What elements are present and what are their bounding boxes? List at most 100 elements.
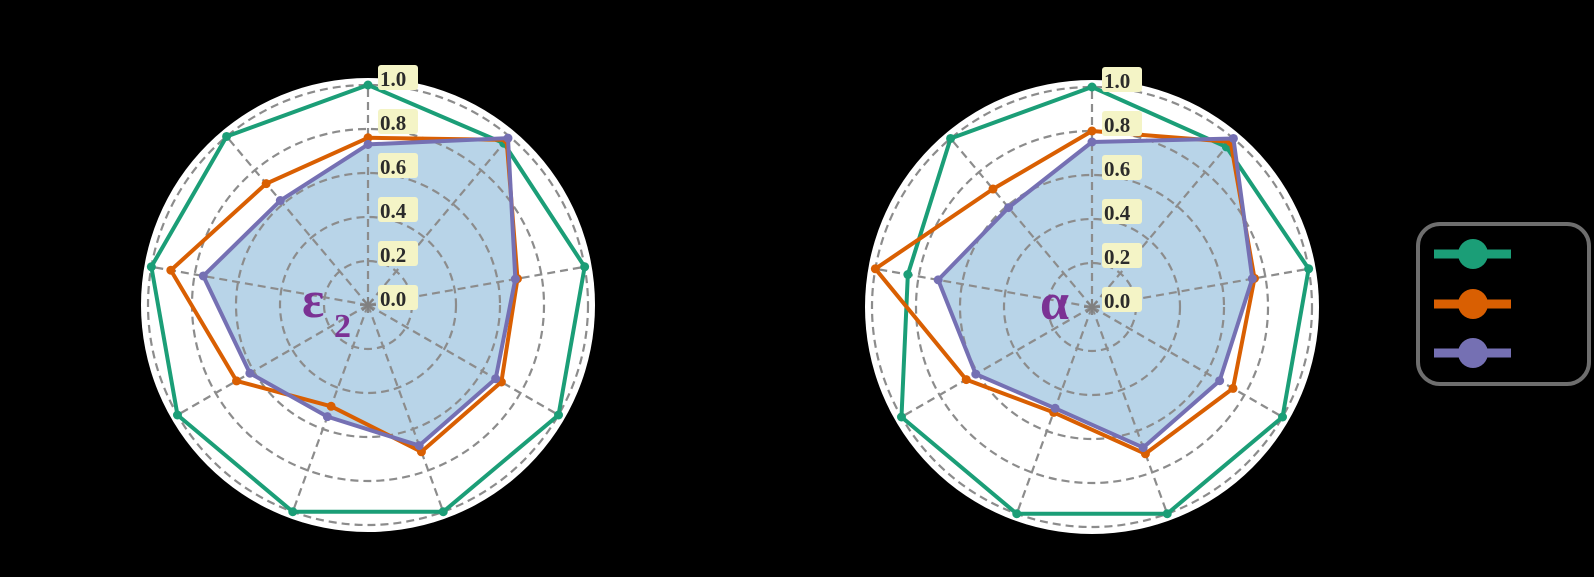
data-point-marker — [1162, 509, 1172, 519]
data-point-marker — [961, 375, 971, 385]
data-point-marker — [172, 410, 182, 420]
grid-ring — [914, 129, 1270, 485]
data-point-marker — [1012, 509, 1022, 519]
tick-label: 0.2 — [1104, 245, 1130, 269]
data-point-marker — [1304, 264, 1314, 274]
tick-label-background — [378, 65, 418, 90]
grid-spoke — [1091, 306, 1284, 418]
data-point-marker — [1247, 274, 1257, 284]
grid-ring — [958, 173, 1226, 441]
data-point-marker — [1215, 376, 1225, 386]
center-symbol-subscript: 2 — [334, 308, 351, 345]
grid-ring — [1002, 217, 1182, 397]
series-line-0 — [896, 82, 1314, 519]
tick-label-background — [1102, 199, 1142, 224]
tick-label: 0.4 — [1104, 201, 1131, 225]
grid-ring — [234, 171, 502, 439]
data-point-marker — [288, 507, 298, 517]
tick-label-background — [1102, 111, 1142, 136]
data-point-marker — [503, 133, 513, 143]
grid-spoke — [900, 306, 1093, 418]
tick-label-background — [1102, 155, 1142, 180]
legend-marker-swatch — [1458, 239, 1488, 269]
series-outline — [936, 136, 1255, 450]
data-point-marker — [1087, 137, 1097, 147]
data-point-marker — [870, 264, 880, 274]
legend-entry — [1434, 239, 1511, 269]
series-fill-area — [203, 138, 516, 446]
tick-label: 1.0 — [380, 67, 406, 91]
data-point-marker — [414, 441, 424, 451]
data-point-marker — [245, 368, 255, 378]
grid-ring — [870, 85, 1314, 529]
tick-label-background — [1102, 243, 1142, 268]
center-asterisk — [361, 304, 369, 312]
data-point-marker — [580, 262, 590, 272]
radial-tick-labels: 0.00.20.40.60.81.0 — [1102, 67, 1142, 313]
data-point-marker — [933, 275, 943, 285]
tick-label: 0.4 — [380, 199, 407, 223]
tick-label-background — [1102, 67, 1142, 92]
data-point-marker — [222, 131, 232, 141]
legend-entries — [1434, 239, 1511, 368]
center-symbol-label: ε — [302, 272, 324, 329]
data-point-marker — [1138, 443, 1148, 453]
center-asterisk — [1091, 306, 1099, 314]
data-point-marker — [1004, 203, 1014, 213]
tick-label: 0.6 — [1104, 157, 1130, 181]
grid-spoke — [367, 135, 511, 306]
data-point-marker — [363, 139, 373, 149]
data-point-marker — [363, 80, 373, 90]
legend-frame — [1416, 222, 1591, 386]
data-point-marker — [510, 274, 520, 284]
grid-spoke — [1091, 137, 1235, 308]
series-line-2 — [198, 133, 520, 451]
tick-label: 0.0 — [1104, 289, 1130, 313]
data-point-marker — [232, 376, 242, 386]
center-asterisk — [361, 298, 369, 306]
data-point-marker — [146, 262, 156, 272]
data-point-marker — [1228, 133, 1238, 143]
center-asterisk — [1091, 300, 1099, 308]
center-asterisk — [367, 298, 375, 306]
tick-label: 0.8 — [380, 111, 406, 135]
data-point-marker — [326, 401, 336, 411]
legend-entry — [1434, 338, 1511, 368]
data-point-marker — [1087, 82, 1097, 92]
data-point-marker — [971, 369, 981, 379]
data-point-marker — [946, 133, 956, 143]
data-point-marker — [903, 270, 913, 280]
tick-label-background — [378, 197, 418, 222]
legend-marker-swatch — [1458, 338, 1488, 368]
data-point-marker — [988, 184, 998, 194]
grid-spoke — [367, 304, 560, 416]
radar-chart-right: 0.00.20.40.60.81.0α — [865, 67, 1319, 534]
data-point-marker — [1228, 383, 1238, 393]
tick-label-background — [1102, 287, 1142, 312]
series-outline — [201, 136, 518, 448]
legend-marker-swatch — [1458, 289, 1488, 319]
grid-spoke — [151, 265, 369, 307]
data-point-marker — [896, 412, 906, 422]
center-asterisk — [1085, 300, 1093, 308]
data-point-marker — [438, 507, 448, 517]
data-point-marker — [322, 412, 332, 422]
grid-spoke — [1091, 267, 1309, 309]
data-point-marker — [554, 410, 564, 420]
tick-label-background — [378, 285, 418, 310]
grid-spoke — [176, 304, 369, 416]
data-point-marker — [261, 179, 271, 189]
series-line-2 — [933, 133, 1257, 453]
data-point-marker — [1087, 126, 1097, 136]
grid-spoke — [949, 137, 1093, 308]
tick-label: 0.2 — [380, 243, 406, 267]
tick-label-background — [378, 153, 418, 178]
legend-entry — [1434, 289, 1511, 319]
legend — [1416, 222, 1591, 386]
tick-label: 1.0 — [1104, 69, 1130, 93]
tick-label: 0.0 — [380, 287, 406, 311]
data-point-marker — [363, 133, 373, 143]
data-point-marker — [198, 271, 208, 281]
